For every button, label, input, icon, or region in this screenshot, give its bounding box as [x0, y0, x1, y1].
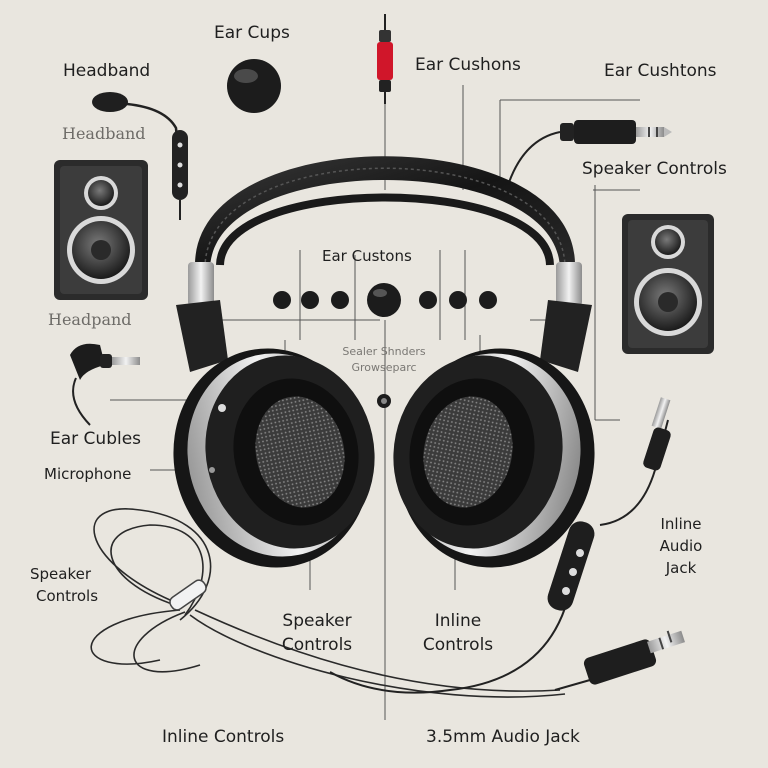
inline-remote-icon [329, 397, 671, 694]
label-sealer-line1: Sealer Shnders [342, 345, 426, 358]
headphones-icon [173, 156, 595, 568]
label-headband-faint: Headband [62, 124, 146, 143]
speaker-icon [622, 214, 714, 354]
label-headband: Headband [63, 61, 151, 81]
label-ear-custons: Ear Custons [322, 247, 412, 265]
label-speaker-controls-center-2: Controls [281, 635, 353, 655]
audio-jack-icon [554, 630, 685, 691]
audio-jack-icon [504, 120, 672, 196]
control-buttons [273, 283, 497, 408]
label-speaker-controls-center-1: Speaker [282, 611, 352, 631]
label-ear-cubles: Ear Cubles [50, 429, 142, 449]
right-ear-cup [393, 348, 595, 568]
label-speaker-controls-left-2: Controls [36, 587, 99, 605]
ear-cup-button-icon [227, 59, 281, 113]
microphone-icon [92, 92, 188, 220]
label-ear-cups: Ear Cups [214, 23, 290, 43]
label-inline-audio-3: Jack [665, 559, 697, 577]
l-plug-icon [70, 343, 140, 426]
cable-icon [90, 508, 566, 698]
label-inline-controls-center-2: Controls [422, 635, 494, 655]
label-inline-audio-1: Inline [660, 515, 702, 533]
label-inline-audio-2: Audio [659, 537, 703, 555]
label-inline-controls-bottom: Inline Controls [162, 727, 285, 747]
label-speaker-controls-left-1: Speaker [30, 565, 92, 583]
label-sealer-line2: Growseparc [351, 361, 417, 374]
speaker-icon [54, 160, 148, 300]
label-ear-cushions-right: Ear Cushtons [604, 61, 717, 81]
label-inline-controls-center-1: Inline [434, 611, 482, 631]
label-ear-cushions: Ear Cushons [415, 55, 521, 75]
label-speaker-controls-right: Speaker Controls [582, 159, 727, 179]
label-audio-jack-bottom: 3.5mm Audio Jack [426, 727, 580, 747]
label-microphone: Microphone [44, 465, 132, 483]
label-headpand: Headpand [48, 310, 132, 329]
left-ear-cup [173, 348, 375, 568]
top-plug-icon [377, 14, 393, 104]
cable-tie-icon [169, 579, 207, 611]
